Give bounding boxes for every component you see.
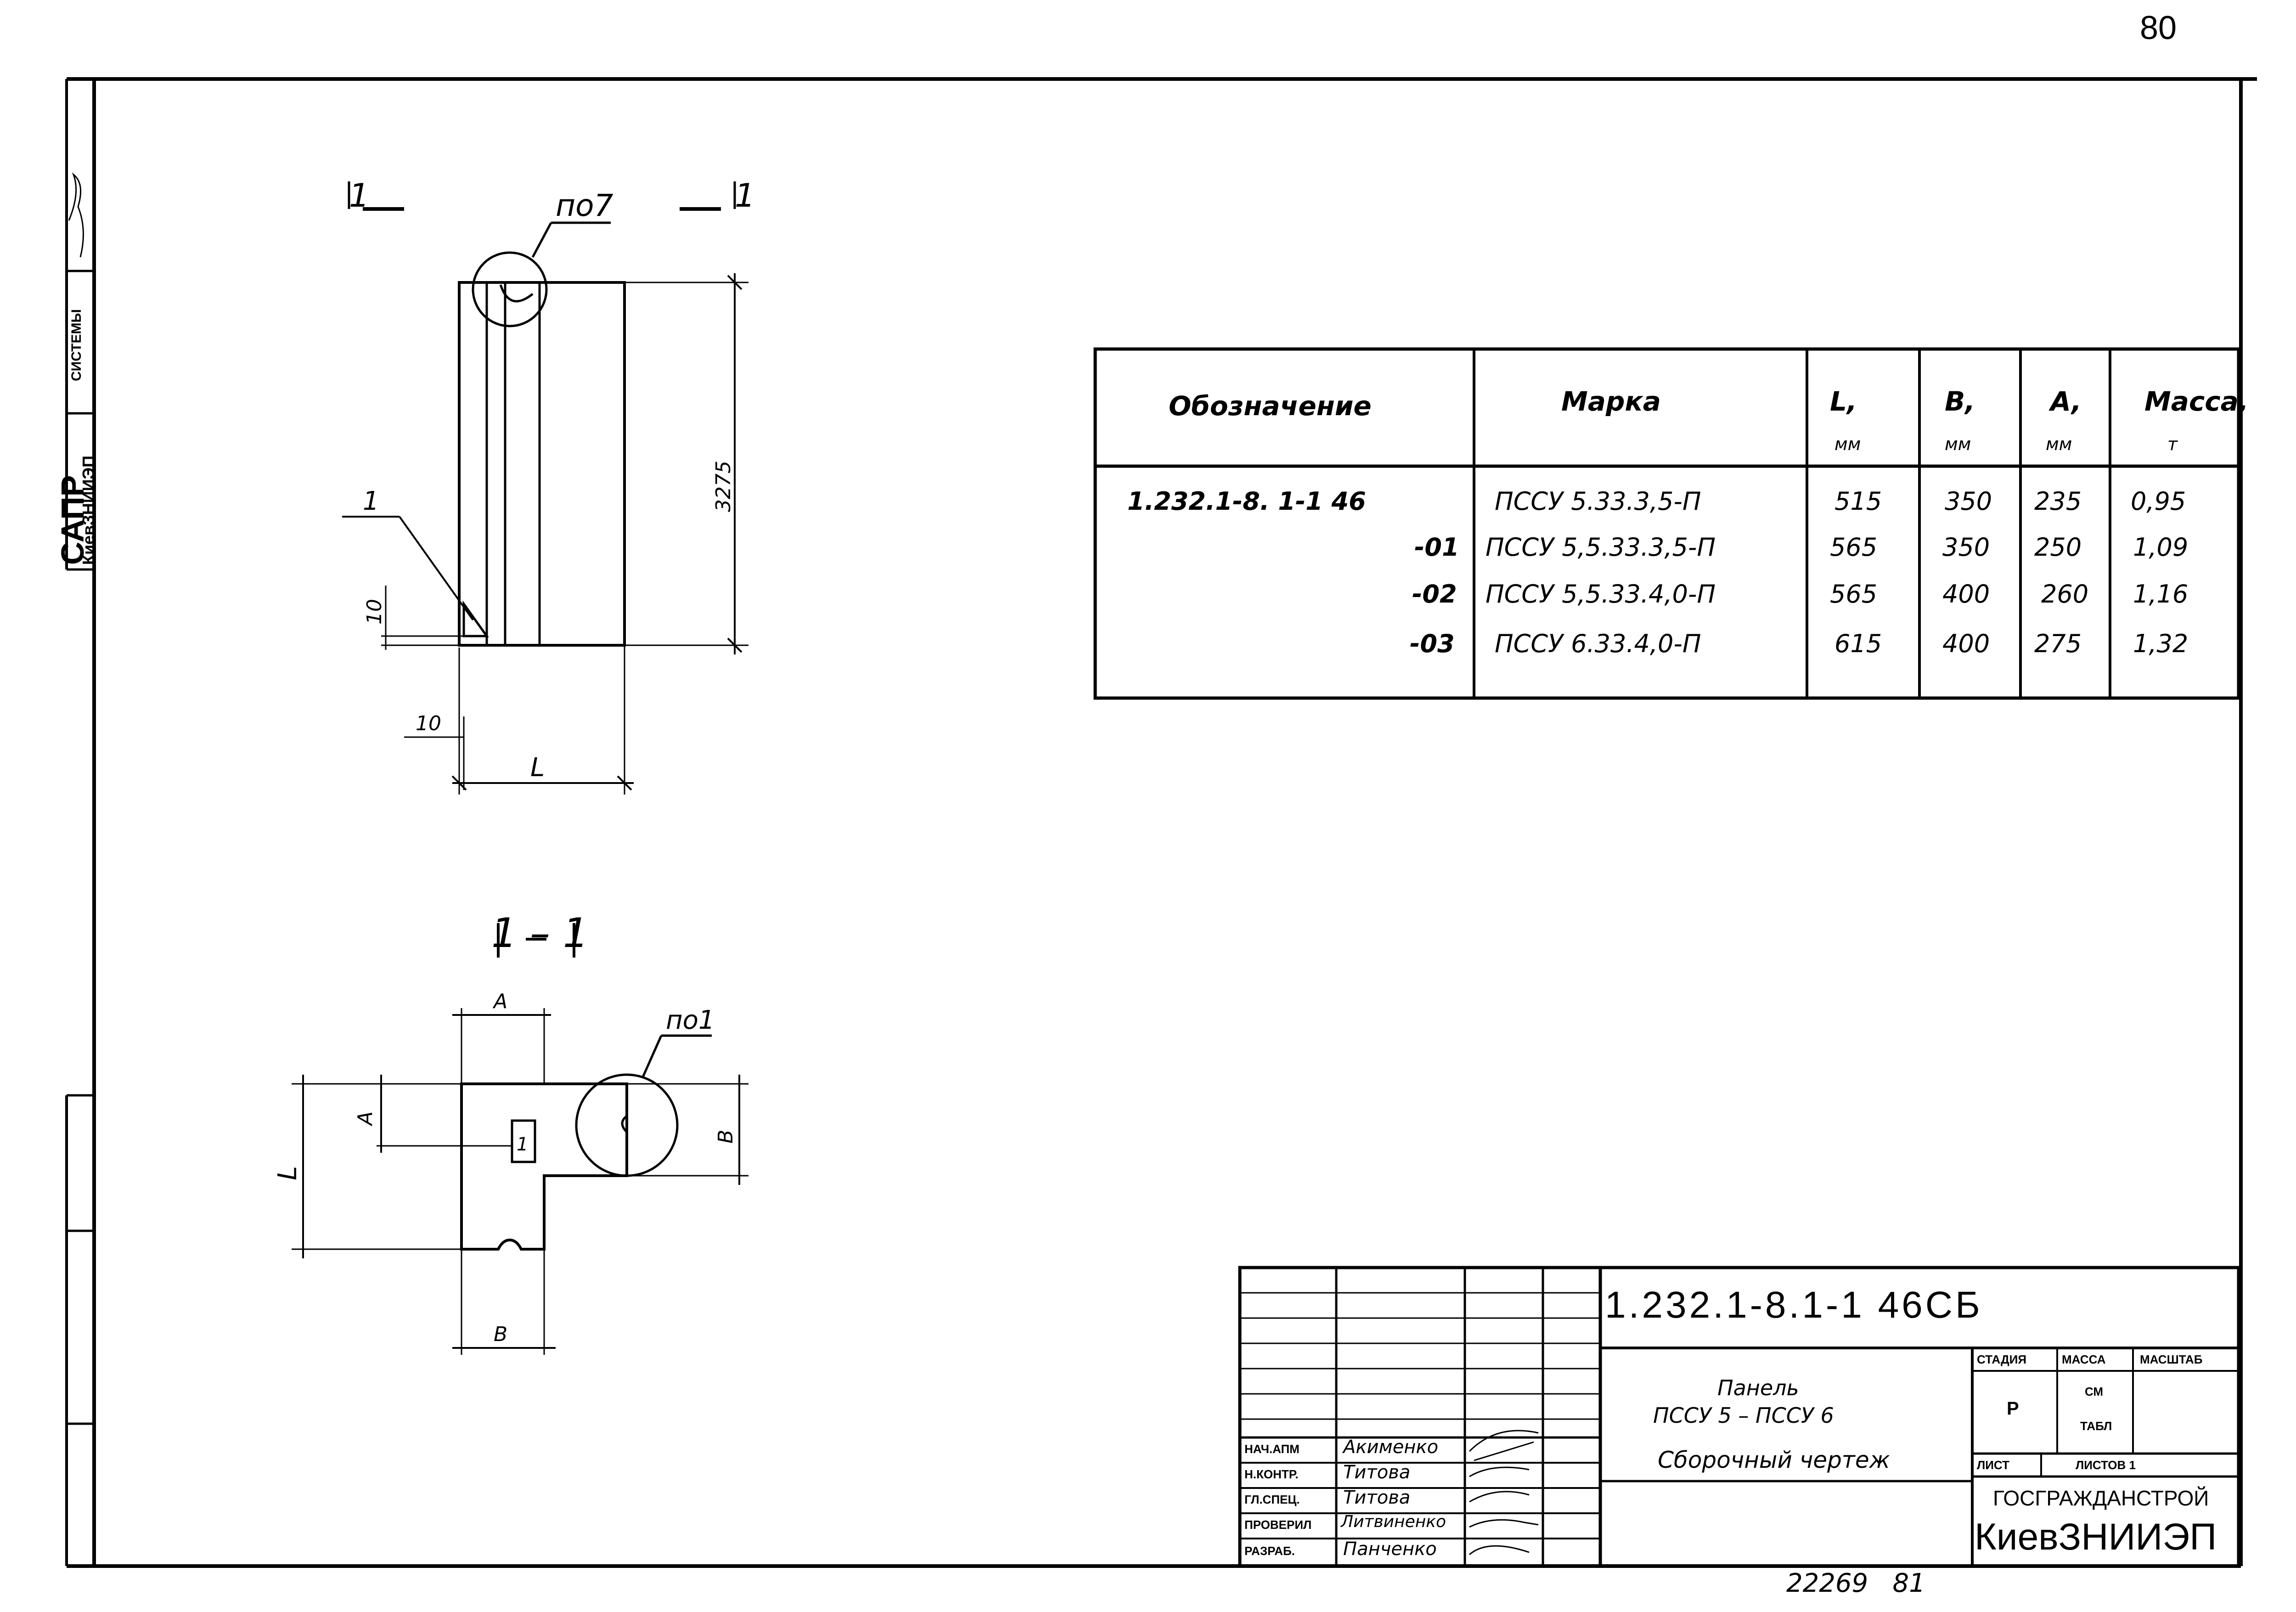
table-row-0-b: 350 bbox=[1945, 487, 1992, 516]
header-width-unit: мм bbox=[1945, 434, 1971, 454]
header-mark: Марка bbox=[1561, 386, 1661, 417]
side-stamp-systems: СИСТЕМЫ bbox=[69, 309, 84, 381]
section-callout-label: по1 bbox=[666, 1005, 715, 1035]
table-row-3-mark: ПССУ 6.33.4,0-П bbox=[1495, 629, 1701, 658]
table-row-1-b: 350 bbox=[1942, 533, 1990, 562]
width-dimension: L bbox=[530, 753, 545, 783]
person-0: Акименко bbox=[1343, 1437, 1439, 1458]
role-1: Н.КОНТР. bbox=[1244, 1467, 1299, 1481]
title-name-line2: ПССУ 5 – ПССУ 6 bbox=[1653, 1403, 1834, 1428]
header-width: B, bbox=[1945, 386, 1975, 417]
table-row-0-mass: 0,95 bbox=[2131, 487, 2186, 516]
person-3: Литвиненко bbox=[1341, 1512, 1446, 1531]
section-heading: 1 – 1 bbox=[491, 909, 589, 957]
table-row-0-mark: ПССУ 5.33.3,5-П bbox=[1495, 487, 1701, 516]
table-row-1-a: 250 bbox=[2034, 533, 2082, 562]
table-row-1-designation: -01 bbox=[1414, 533, 1459, 562]
role-3: ПРОВЕРИЛ bbox=[1244, 1518, 1312, 1532]
table-row-1-mass: 1,09 bbox=[2133, 533, 2189, 562]
table-row-2-mark: ПССУ 5,5.33.4,0-П bbox=[1486, 580, 1716, 609]
mass-value-2: ТАБЛ bbox=[2080, 1419, 2112, 1433]
role-0: НАЧ.АПМ bbox=[1244, 1442, 1300, 1456]
table-row-3-b: 400 bbox=[1942, 629, 1990, 658]
section-dim-a-top: A bbox=[492, 990, 507, 1013]
header-a: A, bbox=[2050, 386, 2082, 417]
person-1: Титова bbox=[1343, 1462, 1411, 1483]
section-dim-l: L bbox=[273, 1166, 303, 1180]
table-row-0-l: 515 bbox=[1835, 487, 1882, 516]
header-mass-unit: т bbox=[2167, 434, 2178, 454]
table-row-0-designation: 1.232.1-8. 1-1 46 bbox=[1127, 487, 1366, 516]
table-row-3-a: 275 bbox=[2034, 629, 2082, 658]
table-row-2-designation: -02 bbox=[1412, 580, 1457, 609]
table-row-1-mark: ПССУ 5,5.33.3,5-П bbox=[1486, 533, 1716, 562]
page-number: 80 bbox=[2140, 10, 2177, 46]
table-row-2-l: 565 bbox=[1830, 580, 1878, 609]
title-name-line1: Панель bbox=[1717, 1375, 1799, 1400]
table-row-2-b: 400 bbox=[1942, 580, 1990, 609]
embedded-part-label: 1 bbox=[517, 1134, 528, 1155]
person-4: Панченко bbox=[1343, 1539, 1437, 1560]
table-row-0-a: 235 bbox=[2034, 487, 2082, 516]
header-mass: Масса, bbox=[2144, 386, 2249, 417]
view-mark-left: 1 bbox=[349, 177, 370, 214]
node-callout-circle bbox=[472, 251, 548, 327]
title-name-line3: Сборочный чертеж bbox=[1658, 1447, 1890, 1473]
callout-top-label: по7 bbox=[556, 188, 613, 223]
section-dim-a-left: A bbox=[354, 1111, 377, 1127]
sheet-label: ЛИСТ bbox=[1977, 1458, 2009, 1472]
stage-header: СТАДИЯ bbox=[1977, 1353, 2027, 1366]
section-dim-b-bottom: B bbox=[494, 1323, 507, 1346]
header-length: L, bbox=[1830, 386, 1857, 417]
header-length-unit: мм bbox=[1835, 434, 1861, 454]
mass-header: МАССА bbox=[2062, 1353, 2106, 1366]
table-row-3-l: 615 bbox=[1835, 629, 1882, 658]
height-dimension: 3275 bbox=[712, 461, 735, 512]
table-row-2-a: 260 bbox=[2041, 580, 2089, 609]
offset-dimension-v: 10 bbox=[363, 599, 386, 625]
role-2: ГЛ.СПЕЦ. bbox=[1244, 1493, 1300, 1506]
table-row-2-mass: 1,16 bbox=[2133, 580, 2189, 609]
embedded-part bbox=[511, 1119, 536, 1163]
spec-table-frame bbox=[1093, 347, 2240, 700]
stage-value: Р bbox=[2007, 1398, 2019, 1419]
table-row-1-l: 565 bbox=[1830, 533, 1878, 562]
mass-value-1: СМ bbox=[2085, 1385, 2104, 1398]
table-row-3-mass: 1,32 bbox=[2133, 629, 2189, 658]
view-mark-right: 1 bbox=[735, 177, 755, 214]
header-designation: Обозначение bbox=[1169, 390, 1372, 422]
section-outline bbox=[460, 1082, 628, 1251]
org-institute: КиевЗНИИЭП bbox=[1975, 1516, 2217, 1558]
section-dim-b-right: B bbox=[714, 1130, 737, 1144]
offset-dimension-h: 10 bbox=[416, 712, 441, 735]
scale-header: МАСШТАБ bbox=[2140, 1353, 2203, 1366]
table-row-3-designation: -03 bbox=[1410, 629, 1455, 658]
header-a-unit: мм bbox=[2046, 434, 2072, 454]
side-stamp-letters: САПР bbox=[55, 475, 90, 565]
document-code: 1.232.1-8.1-1 46СБ bbox=[1605, 1284, 1983, 1326]
leader-label: 1 bbox=[363, 486, 379, 516]
sheets-label: ЛИСТОВ 1 bbox=[2076, 1458, 2136, 1472]
org-ministry: ГОСГРАЖДАНСТРОЙ bbox=[1993, 1486, 2209, 1510]
role-4: РАЗРАБ. bbox=[1244, 1544, 1295, 1558]
archive-number: 22269 81 bbox=[1786, 1568, 1925, 1598]
title-block-frame bbox=[1238, 1266, 2240, 1568]
person-2: Титова bbox=[1343, 1487, 1411, 1508]
panel-outline bbox=[458, 281, 626, 647]
